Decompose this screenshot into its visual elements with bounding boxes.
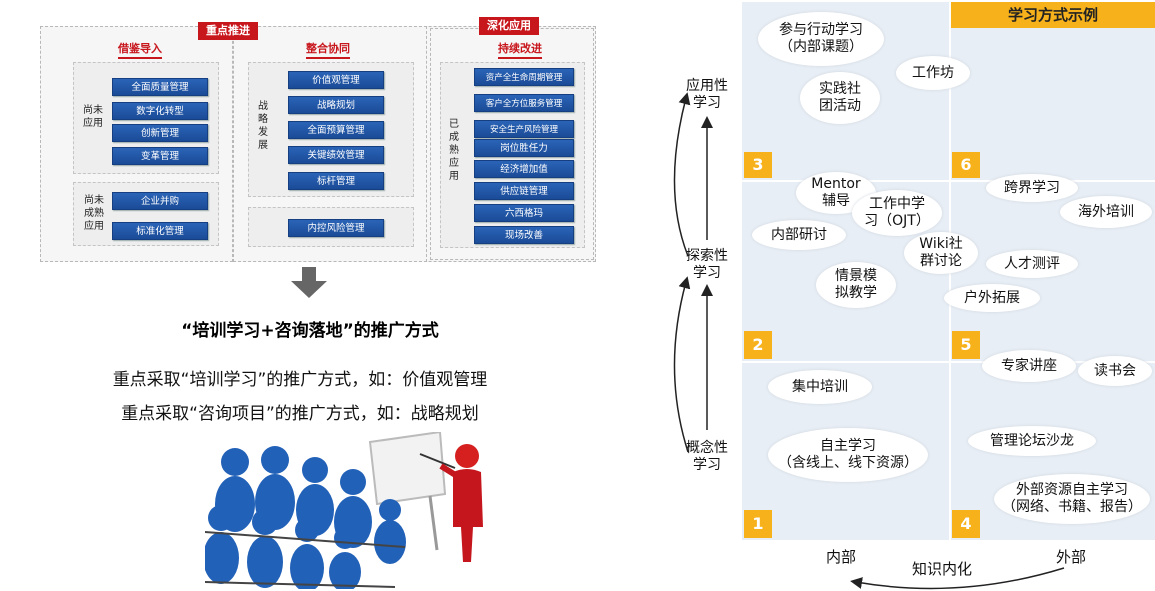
- learning-bubble: 专家讲座: [982, 350, 1076, 382]
- col1-heading: 借鉴导入: [100, 40, 180, 59]
- promotion-title: “培训学习+咨询落地”的推广方式: [181, 321, 439, 341]
- learning-bubble: 外部资源自主学习 （网络、书籍、报告）: [994, 474, 1150, 524]
- method-item[interactable]: 现场改善: [474, 226, 574, 244]
- x-label-internalization: 知识内化: [912, 560, 973, 578]
- learning-bubble: 读书会: [1078, 356, 1152, 386]
- learning-bubble: 参与行动学习 （内部课题）: [758, 12, 884, 66]
- promotion-line-1: 重点采取“培训学习”的推广方式，如：价值观管理: [112, 370, 488, 390]
- method-item[interactable]: 安全生产风险管理: [474, 120, 574, 138]
- not-applied-label: 尚未应用: [83, 105, 103, 129]
- method-item[interactable]: 标准化管理: [112, 222, 208, 240]
- learning-bubble: Wiki社 群讨论: [904, 232, 978, 274]
- training-class-illustration: [205, 432, 483, 589]
- promotion-line-2: 重点采取“咨询项目”的推广方式，如：战略规划: [121, 404, 479, 424]
- y-label-exploration: 探索性 学习: [686, 248, 728, 281]
- method-item[interactable]: 内控风险管理: [288, 219, 384, 237]
- method-item[interactable]: 战略规划: [288, 96, 384, 114]
- method-item[interactable]: 变革管理: [112, 147, 208, 165]
- strategy-development-label: 战略发展: [258, 101, 268, 151]
- learning-bubble: 实践社 团活动: [800, 72, 880, 124]
- learning-bubble: 管理论坛沙龙: [968, 426, 1096, 456]
- y-label-concept: 概念性 学习: [686, 440, 728, 473]
- col3-heading: 持续改进: [480, 40, 560, 59]
- deep-application-tag: 深化应用: [479, 17, 539, 35]
- axis-arrows: [673, 92, 1065, 590]
- y-label-application: 应用性 学习: [686, 78, 728, 111]
- quadrant-number: 6: [952, 152, 980, 178]
- method-item[interactable]: 资产全生命周期管理: [474, 68, 574, 86]
- legend-title: 学习方式示例: [951, 2, 1155, 28]
- method-item[interactable]: 供应链管理: [474, 182, 574, 200]
- down-arrow-icon: [291, 267, 327, 298]
- method-item[interactable]: 价值观管理: [288, 71, 384, 89]
- col2-heading: 整合协同: [288, 40, 368, 59]
- learning-bubble: 内部研讨: [752, 220, 846, 250]
- learning-bubble: 跨界学习: [986, 174, 1078, 202]
- method-item[interactable]: 企业并购: [112, 192, 208, 210]
- method-item[interactable]: 全面质量管理: [112, 78, 208, 96]
- learning-bubble: 海外培训: [1060, 196, 1152, 228]
- method-item[interactable]: 客户全方位服务管理: [474, 94, 574, 112]
- quadrant-number: 3: [744, 152, 772, 178]
- quadrant-6: [951, 28, 1155, 180]
- learning-bubble: 情景模 拟教学: [816, 262, 896, 308]
- quadrant-number: 5: [952, 331, 980, 359]
- learning-bubble: 户外拓展: [944, 284, 1040, 312]
- x-label-internal: 内部: [826, 548, 857, 566]
- method-item[interactable]: 创新管理: [112, 124, 208, 142]
- quadrant-number: 4: [952, 510, 980, 538]
- learning-bubble: 自主学习 （含线上、线下资源）: [768, 428, 928, 482]
- quadrant-number: 2: [744, 331, 772, 359]
- not-mature-label: 尚未成熟应用: [84, 195, 104, 232]
- key-promotion-tag: 重点推进: [198, 22, 258, 40]
- learning-bubble: 人才测评: [986, 250, 1078, 278]
- quadrant-number: 1: [744, 510, 772, 538]
- method-item[interactable]: 全面预算管理: [288, 121, 384, 139]
- method-item[interactable]: 标杆管理: [288, 172, 384, 190]
- learning-bubble: 集中培训: [768, 370, 872, 404]
- method-item[interactable]: 岗位胜任力: [474, 139, 574, 157]
- method-item[interactable]: 六西格玛: [474, 204, 574, 222]
- learning-bubble: 工作中学 习（OJT）: [852, 190, 942, 236]
- method-item[interactable]: 经济增加值: [474, 160, 574, 178]
- method-item[interactable]: 数字化转型: [112, 102, 208, 120]
- internal-control-group: [248, 207, 414, 247]
- learning-bubble: 工作坊: [896, 56, 970, 90]
- method-item[interactable]: 关键绩效管理: [288, 146, 384, 164]
- mature-label: 已成熟应用: [449, 119, 459, 182]
- x-label-external: 外部: [1056, 548, 1087, 566]
